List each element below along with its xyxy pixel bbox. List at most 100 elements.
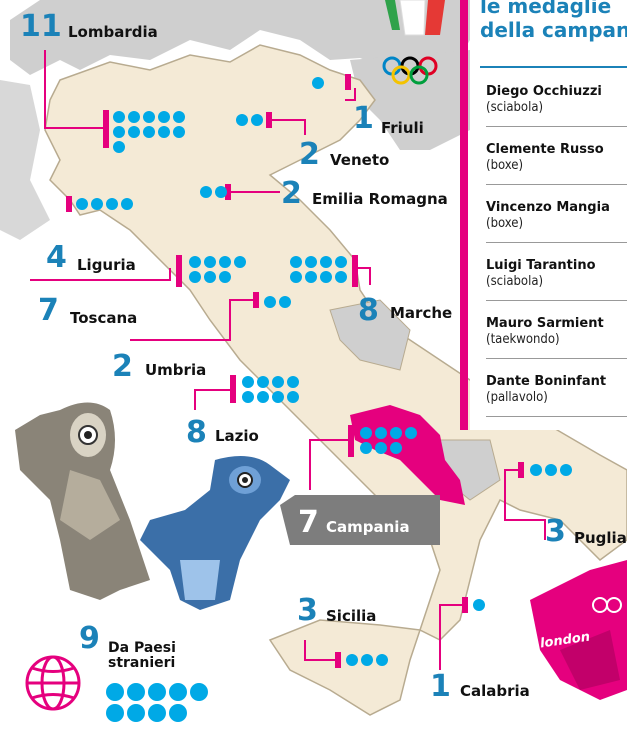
region-name-campania: Campania	[326, 518, 410, 536]
region-name-marche: Marche	[390, 304, 453, 322]
divider	[486, 184, 627, 185]
region-name-calabria: Calabria	[460, 682, 530, 700]
medal-dot	[360, 442, 372, 454]
medal-dot	[375, 442, 387, 454]
medal-dot	[128, 111, 140, 123]
neighbour-land-west	[0, 80, 50, 240]
london-logo-icon	[530, 560, 627, 700]
globe-icon	[25, 655, 81, 711]
divider	[486, 358, 627, 359]
divider	[486, 300, 627, 301]
medal-dot	[257, 391, 269, 403]
connector-lines	[30, 50, 546, 670]
medal-dot	[290, 256, 302, 268]
region-count-campania: 7	[298, 505, 319, 540]
medal-dot	[405, 427, 417, 439]
medal-dot	[121, 198, 133, 210]
medal-dot	[158, 111, 170, 123]
region-name-friuli: Friuli	[381, 119, 424, 137]
medal-dot	[376, 654, 388, 666]
medal-dot	[279, 296, 291, 308]
athlete-name: Clemente Russo	[486, 142, 604, 157]
medal-dot	[127, 704, 145, 722]
medal-dot	[234, 256, 246, 268]
medal-dots-sicilia	[346, 654, 406, 666]
medal-dot	[312, 77, 324, 89]
medal-dot	[390, 442, 402, 454]
medal-dot	[375, 427, 387, 439]
region-name-foreign-line2: stranieri	[108, 655, 176, 671]
medal-dot	[76, 198, 88, 210]
region-name-liguria: Liguria	[77, 256, 136, 274]
olympic-rings-icon	[382, 56, 438, 85]
athlete-sport: (taekwondo)	[486, 332, 560, 347]
region-name-lazio: Lazio	[215, 427, 259, 445]
athlete-name: Vincenzo Mangia	[486, 200, 610, 215]
medal-dot	[346, 654, 358, 666]
medal-dot	[204, 256, 216, 268]
athlete-item: Vincenzo Mangia (boxe)	[486, 200, 627, 243]
divider	[486, 242, 627, 243]
medal-dot	[113, 141, 125, 153]
region-name-emilia: Emilia Romagna	[312, 190, 448, 208]
medal-dot	[143, 111, 155, 123]
medal-dots-puglia	[530, 464, 590, 476]
medal-dot	[390, 427, 402, 439]
athlete-name: Dante Boninfant	[486, 374, 607, 389]
medal-dot	[113, 126, 125, 138]
region-name-puglia: Puglia	[574, 529, 627, 547]
region-count-foreign: 9	[79, 621, 100, 656]
medal-dot	[127, 683, 145, 701]
medal-dots-calabria	[473, 599, 503, 611]
medal-dots-lazio	[242, 376, 308, 403]
medal-dots-umbria	[264, 296, 304, 308]
medal-dot	[173, 111, 185, 123]
medal-dots-veneto	[236, 114, 296, 126]
region-count-friuli: 1	[353, 101, 374, 136]
medal-dot	[320, 256, 332, 268]
region-name-foreign-line1: Da Paesi	[108, 640, 176, 656]
italian-flag-icon	[385, 0, 445, 36]
medal-dot	[530, 464, 542, 476]
medal-dot	[158, 126, 170, 138]
medal-dots-lombardia	[113, 111, 193, 153]
medal-dot	[106, 704, 124, 722]
medal-dot	[272, 376, 284, 388]
divider	[486, 416, 627, 417]
athlete-name: Mauro Sarmient	[486, 316, 604, 331]
medal-dot	[560, 464, 572, 476]
athlete-name: Diego Occhiuzzi	[486, 84, 602, 99]
athlete-item: Luigi Tarantino (sciabola)	[486, 258, 627, 301]
neighbour-land-balkans	[350, 50, 470, 150]
medal-dots-campania	[360, 427, 426, 454]
medal-dot	[242, 376, 254, 388]
medal-dot	[128, 126, 140, 138]
medal-dot	[190, 683, 208, 701]
athlete-name: Luigi Tarantino	[486, 258, 596, 273]
region-name-umbria: Umbria	[145, 361, 207, 379]
medal-dot	[219, 256, 231, 268]
medal-dots-friuli	[312, 77, 372, 89]
athlete-sport: (sciabola)	[486, 100, 544, 115]
panel-title: le medaglie della campan	[480, 0, 627, 42]
region-count-calabria: 1	[430, 669, 451, 704]
campania-medalists-panel: le medaglie della campan Diego Occhiuzzi…	[470, 0, 627, 430]
medal-dot	[204, 271, 216, 283]
region-count-puglia: 3	[545, 514, 566, 549]
athlete-item: Diego Occhiuzzi (sciabola)	[486, 84, 627, 127]
medal-dot	[148, 683, 166, 701]
medal-dot	[264, 296, 276, 308]
region-name-toscana: Toscana	[70, 309, 138, 327]
region-name-veneto: Veneto	[330, 151, 390, 169]
medal-dot	[236, 114, 248, 126]
medal-dot	[106, 683, 124, 701]
medal-dot	[169, 683, 187, 701]
medal-dot	[242, 391, 254, 403]
medal-dots-emilia	[200, 186, 260, 198]
region-count-emilia: 2	[281, 176, 302, 211]
region-count-sicilia: 3	[297, 593, 318, 628]
medal-dot	[173, 126, 185, 138]
medal-dot	[257, 376, 269, 388]
panel-title-line2: della campan	[480, 18, 627, 42]
